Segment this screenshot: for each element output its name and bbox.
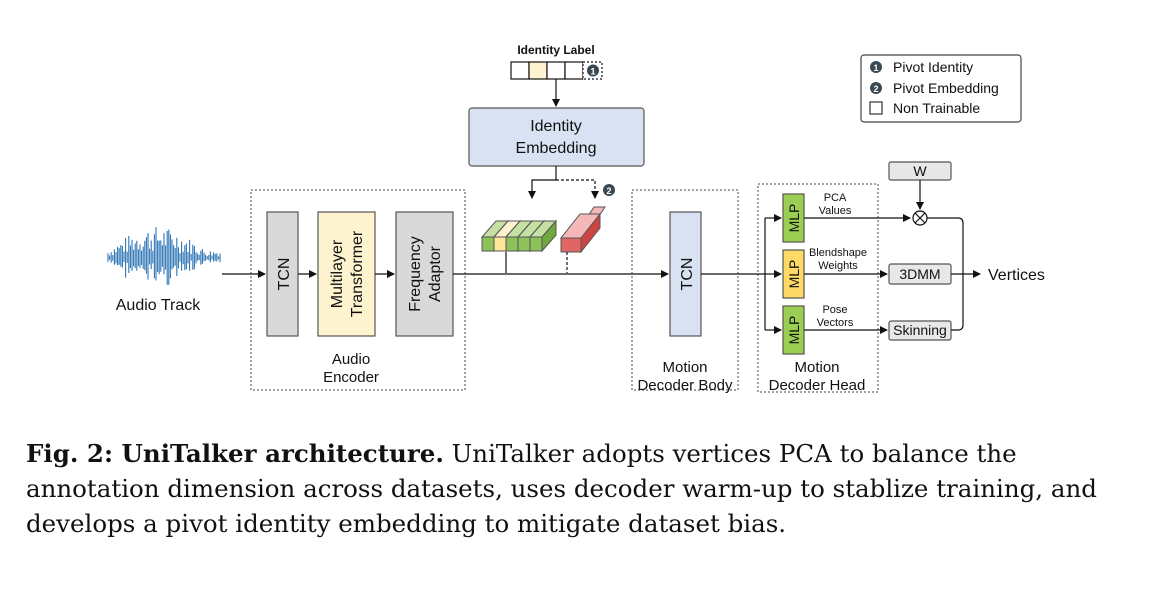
identity-embedding-box: [468, 107, 645, 167]
vertices-label: Vertices: [988, 267, 1045, 284]
mlp-pose-label: MLP: [786, 316, 802, 345]
pca-values-line1: PCA: [824, 192, 847, 204]
svg-text:1: 1: [590, 67, 595, 77]
identity-embedding-cubes: [480, 219, 558, 253]
decoder-head-line1: Motion: [794, 359, 839, 376]
transformer-label-line1: Multilayer: [329, 239, 346, 308]
w-matrix-label: W: [913, 163, 927, 179]
identity-one-hot-vector: [510, 61, 603, 80]
encoder-tcn-label: TCN: [276, 258, 293, 291]
legend-pivot-identity: Pivot Identity: [893, 59, 973, 75]
audio-encoder-line2: Encoder: [323, 369, 379, 386]
svg-text:2: 2: [873, 84, 878, 94]
legend-box: [860, 54, 1022, 123]
mlp-blendshape-label: MLP: [786, 260, 802, 289]
motion-decoder-head-group: [757, 183, 879, 393]
legend-pivot-embedding-icon: 2: [870, 82, 882, 94]
decoder-body-line1: Motion: [662, 359, 707, 376]
mlp-pca-label: MLP: [786, 204, 802, 233]
blendshape-weights-line1: Blendshape: [809, 247, 867, 259]
audio-encoder-line1: Audio: [332, 351, 370, 368]
pose-vectors-line2: Vectors: [817, 317, 854, 329]
encoder-tcn-block: [266, 211, 299, 337]
motion-decoder-body-group: [631, 189, 739, 391]
audio-track-label: Audio Track: [116, 297, 201, 314]
identity-embedding-line2: Embedding: [516, 140, 597, 157]
svg-text:2: 2: [606, 186, 611, 196]
multiply-icon: [912, 210, 928, 226]
decoder-body-line2: Decoder Body: [637, 377, 733, 394]
pca-values-line2: Values: [819, 205, 852, 217]
caption-label: Fig. 2: UniTalker architecture.: [26, 439, 444, 468]
audio-encoder-group: [250, 189, 466, 391]
identity-embedding-line1: Identity: [530, 118, 582, 135]
legend-non-trainable: Non Trainable: [893, 100, 980, 116]
architecture-diagram: Identity Label 1 Identity Embedding 2: [107, 43, 1045, 394]
pivot-identity-badge: 1: [587, 64, 599, 77]
legend-pivot-embedding: Pivot Embedding: [893, 80, 999, 96]
arrow-embedding-to-features: [528, 166, 557, 199]
legend-non-trainable-icon: [869, 101, 883, 115]
figure-caption: Fig. 2: UniTalker architecture. UniTalke…: [26, 436, 1136, 541]
frequency-adaptor-line1: Frequency: [407, 236, 424, 312]
transformer-block: [317, 211, 376, 337]
pivot-embedding-badge: 2: [603, 184, 615, 196]
legend-pivot-identity-icon: 1: [870, 61, 882, 73]
frequency-adaptor-block: [395, 211, 454, 337]
blendshape-weights-line2: Weights: [818, 260, 858, 272]
svg-text:1: 1: [873, 63, 878, 73]
decoder-tcn-label: TCN: [679, 258, 696, 291]
arrow-embedding-to-pivot: [556, 179, 599, 199]
caption-text: UniTalker adopts vertices PCA to balance…: [26, 439, 1097, 538]
pivot-embedding-cube: [559, 206, 606, 254]
frequency-adaptor-line2: Adaptor: [427, 245, 444, 302]
skinning-label: Skinning: [893, 322, 947, 338]
pose-vectors-line1: Pose: [822, 304, 847, 316]
decoder-head-line2: Decoder Head: [769, 377, 866, 394]
transformer-label-line2: Transformer: [349, 230, 366, 317]
threedmm-label: 3DMM: [899, 266, 940, 282]
audio-waveform-icon: [107, 227, 221, 285]
identity-label-title: Identity Label: [517, 43, 594, 57]
decoder-tcn-block: [669, 211, 702, 337]
